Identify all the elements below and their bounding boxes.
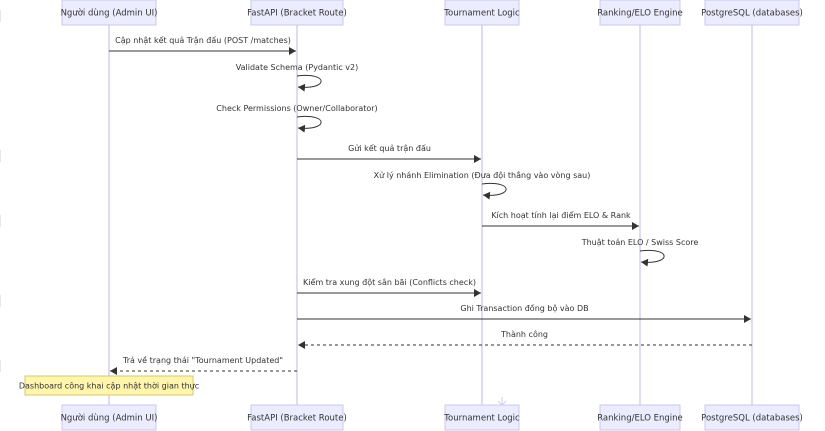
participant-label: Người dùng (Admin UI)	[61, 413, 158, 424]
scroll-down-icon	[497, 397, 507, 406]
message-label: Ghi Transaction đồng bộ vào DB	[460, 303, 588, 313]
note-box	[24, 375, 194, 396]
message-label: Check Permissions (Owner/Collaborator)	[216, 104, 377, 113]
message-2: Check Permissions (Owner/Collaborator)	[216, 104, 378, 133]
participant-label: Ranking/ELO Engine	[597, 9, 683, 19]
message-3: Gửi kết quả trận đấu	[297, 143, 481, 163]
message-0: Cập nhật kết quả Trận đấu (POST /matches…	[109, 35, 296, 55]
participant-api-bottom: FastAPI (Bracket Route)	[247, 404, 347, 431]
participant-box	[61, 0, 157, 26]
participant-user-top: Người dùng (Admin UI)	[61, 0, 158, 26]
message-6: Thuật toán ELO / Swiss Score	[581, 238, 699, 267]
self-loop-arrow	[481, 182, 507, 200]
message-label: Kiểm tra xung đột sân bãi (Conflicts che…	[303, 277, 476, 287]
self-loop-arrow	[639, 249, 665, 267]
participant-label: PostgreSQL (databases)	[701, 414, 803, 424]
participant-db-top: PostgreSQL (databases)	[701, 0, 803, 26]
message-8: Ghi Transaction đồng bộ vào DB	[297, 303, 751, 323]
actors-bottom: Người dùng (Admin UI) FastAPI (Bracket Ro…	[61, 404, 803, 431]
participant-label: FastAPI (Bracket Route)	[247, 414, 347, 424]
participant-logic-bottom: Tournament Logic	[443, 404, 520, 431]
lifelines	[108, 25, 753, 405]
participant-box	[704, 0, 800, 26]
message-label: Xử lý nhánh Elimination (Đưa đội thắng v…	[374, 170, 591, 180]
participant-box	[599, 404, 681, 431]
participant-box	[61, 404, 157, 431]
participant-label: Tournament Logic	[443, 9, 520, 19]
note: Dashboard công khai cập nhật thời gian t…	[19, 375, 199, 396]
message-label: Trả về trạng thái "Tournament Updated"	[122, 355, 283, 366]
participant-user-bottom: Người dùng (Admin UI)	[61, 404, 158, 431]
participant-label: Người dùng (Admin UI)	[61, 8, 158, 19]
participant-box	[250, 404, 344, 431]
participant-db-bottom: PostgreSQL (databases)	[701, 404, 803, 431]
participant-label: Ranking/ELO Engine	[597, 414, 683, 424]
participant-box	[444, 0, 520, 26]
participant-box	[250, 0, 344, 26]
participant-label: PostgreSQL (databases)	[701, 9, 803, 19]
participant-elo-bottom: Ranking/ELO Engine	[597, 404, 683, 431]
message-7: Kiểm tra xung đột sân bãi (Conflicts che…	[297, 277, 481, 297]
message-label: Thuật toán ELO / Swiss Score	[581, 238, 699, 248]
message-label: Validate Schema (Pydantic v2)	[236, 63, 358, 72]
message-9: Thành công	[298, 329, 752, 349]
message-label: Gửi kết quả trận đấu	[348, 143, 431, 154]
message-4: Xử lý nhánh Elimination (Đưa đội thắng v…	[374, 170, 591, 200]
actors-top: Người dùng (Admin UI) FastAPI (Bracket Ro…	[61, 0, 803, 26]
message-10: Trả về trạng thái "Tournament Updated"	[110, 355, 297, 375]
participant-api-top: FastAPI (Bracket Route)	[247, 0, 347, 26]
note-layer: Dashboard công khai cập nhật thời gian t…	[19, 375, 507, 406]
participant-box	[704, 404, 800, 431]
message-label: Kích hoạt tính lại điểm ELO & Rank	[491, 210, 631, 221]
note-text: Dashboard công khai cập nhật thời gian t…	[19, 381, 199, 392]
self-loop-arrow	[296, 115, 322, 133]
message-label: Thành công	[500, 329, 548, 339]
participant-logic-top: Tournament Logic	[443, 0, 520, 26]
message-5: Kích hoạt tính lại điểm ELO & Rank	[482, 210, 639, 230]
participant-label: FastAPI (Bracket Route)	[247, 9, 347, 19]
participant-box	[599, 0, 681, 26]
message-label: Cập nhật kết quả Trận đấu (POST /matches…	[115, 35, 291, 46]
messages: Cập nhật kết quả Trận đấu (POST /matches…	[109, 35, 752, 375]
participant-box	[444, 404, 520, 431]
self-loop-arrow	[296, 74, 322, 92]
message-1: Validate Schema (Pydantic v2)	[236, 63, 358, 92]
participant-label: Tournament Logic	[443, 414, 520, 424]
participant-elo-top: Ranking/ELO Engine	[597, 0, 683, 26]
